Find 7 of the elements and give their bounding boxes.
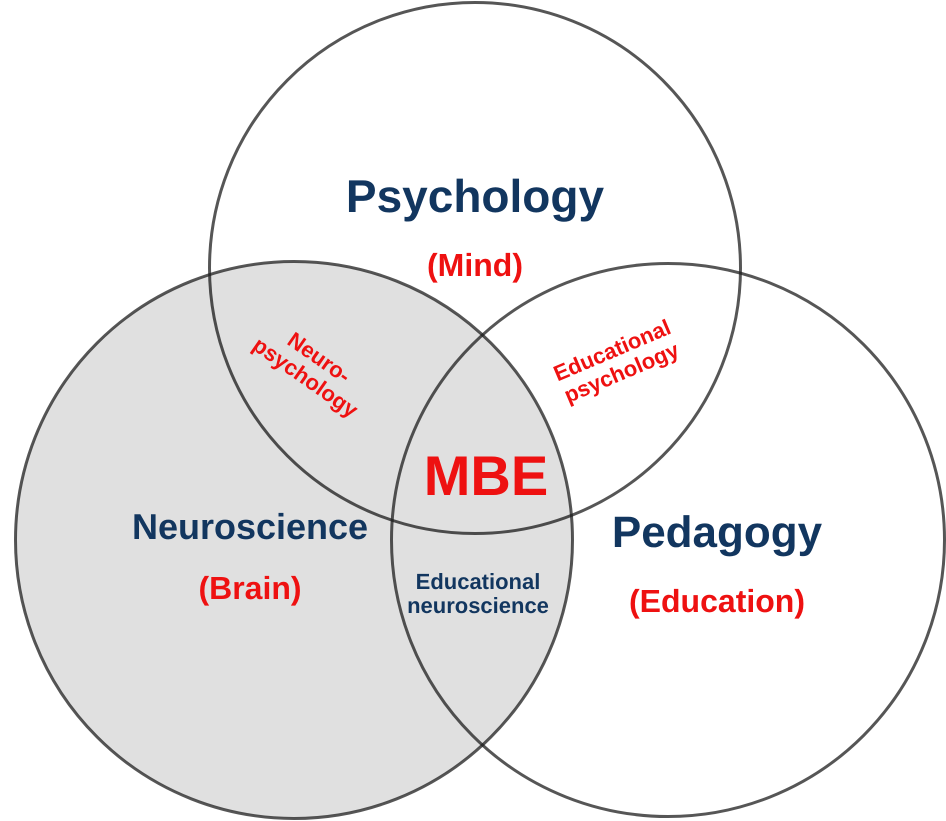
- circle-subtitle: (Education): [629, 585, 805, 617]
- circle-subtitle: (Mind): [427, 249, 523, 281]
- circle-subtitle: (Brain): [198, 572, 302, 604]
- circle-title: Pedagogy: [612, 511, 822, 555]
- circle-title: Neuroscience: [132, 509, 368, 545]
- overlap-label: Educational neuroscience: [406, 570, 550, 618]
- center-label: MBE: [422, 445, 550, 507]
